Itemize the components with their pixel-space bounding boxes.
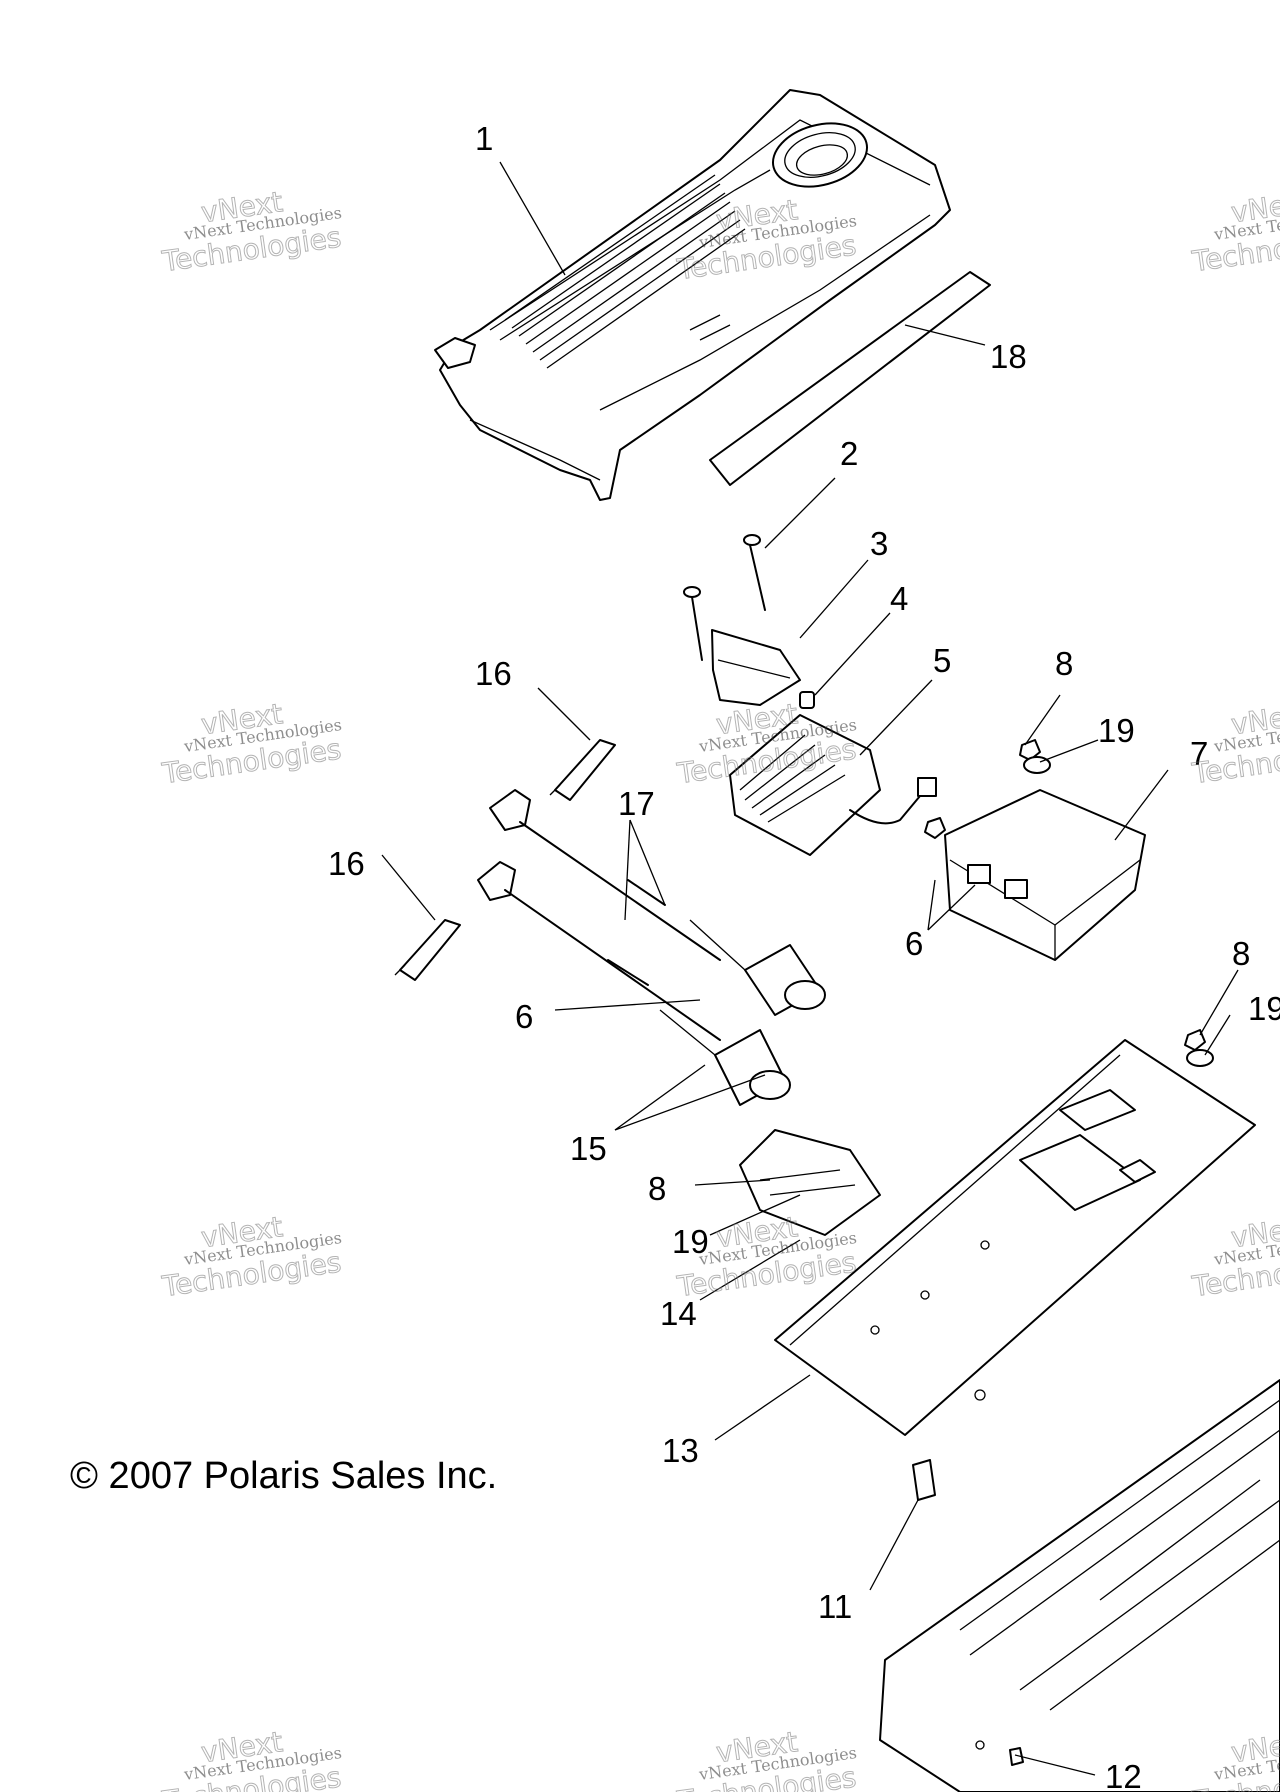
voltage-regulator <box>729 714 937 856</box>
decal-strip <box>709 271 991 486</box>
callout-16b: 16 <box>328 845 365 882</box>
watermark: vNext vNext Technologies Technologies <box>159 697 344 791</box>
callout-12: 12 <box>1105 1758 1142 1792</box>
callout-8b: 8 <box>1232 935 1250 972</box>
callout-11: 11 <box>818 1588 852 1625</box>
ignition-coil <box>659 919 826 1106</box>
leader-lines <box>381 161 1239 1776</box>
spacer <box>799 691 815 709</box>
bolt <box>683 534 766 661</box>
coil-mounting-bracket <box>739 1129 881 1236</box>
callout-15: 15 <box>570 1130 607 1167</box>
callout-19a: 19 <box>1098 712 1135 749</box>
spark-plug-wire <box>477 789 721 1041</box>
copyright-notice: © 2007 Polaris Sales Inc. <box>70 1455 497 1497</box>
watermark: vNext vNext Technologies Technologies <box>159 1210 344 1304</box>
watermark: vNext vNext Technologies Technologies <box>1189 1210 1280 1304</box>
cdi-module <box>944 789 1146 961</box>
nut-washer <box>924 739 1214 1067</box>
callout-8a: 8 <box>1055 645 1073 682</box>
watermark: vNext vNext Technologies Technologies <box>1189 185 1280 279</box>
callout-4: 4 <box>890 580 908 617</box>
ignition-coil-bracket <box>711 629 801 706</box>
callout-6b: 6 <box>905 925 923 962</box>
callout-19b: 19 <box>1248 990 1280 1027</box>
callout-6a: 6 <box>515 998 533 1035</box>
callout-13: 13 <box>662 1432 699 1469</box>
standoff <box>912 1459 936 1501</box>
callout-8c: 8 <box>648 1170 666 1207</box>
electrical-mounting-plate <box>774 1039 1256 1436</box>
lower-panel <box>879 1379 1280 1792</box>
watermark: vNext vNext Technologies Technologies <box>159 185 344 279</box>
hood-cover <box>434 89 951 501</box>
callout-19c: 19 <box>672 1223 709 1260</box>
callout-5: 5 <box>933 642 951 679</box>
callout-14: 14 <box>660 1295 697 1332</box>
callout-17: 17 <box>618 785 655 822</box>
callout-3: 3 <box>870 525 888 562</box>
callout-2: 2 <box>840 435 858 472</box>
callout-7: 7 <box>1190 735 1208 772</box>
watermark: vNext vNext Technologies Technologies <box>674 1725 859 1792</box>
callout-1: 1 <box>475 120 493 157</box>
watermark: vNext vNext Technologies Technologies <box>159 1725 344 1792</box>
spark-plug <box>394 739 616 981</box>
callout-18: 18 <box>990 338 1027 375</box>
watermark: vNext vNext Technologies Technologies <box>674 193 859 287</box>
callout-16a: 16 <box>475 655 512 692</box>
callout-labels: 1 2 3 4 5 8 19 7 6 8 19 16 17 16 6 15 8 … <box>328 120 1280 1792</box>
watermark: vNext vNext Technologies Technologies <box>674 697 859 791</box>
